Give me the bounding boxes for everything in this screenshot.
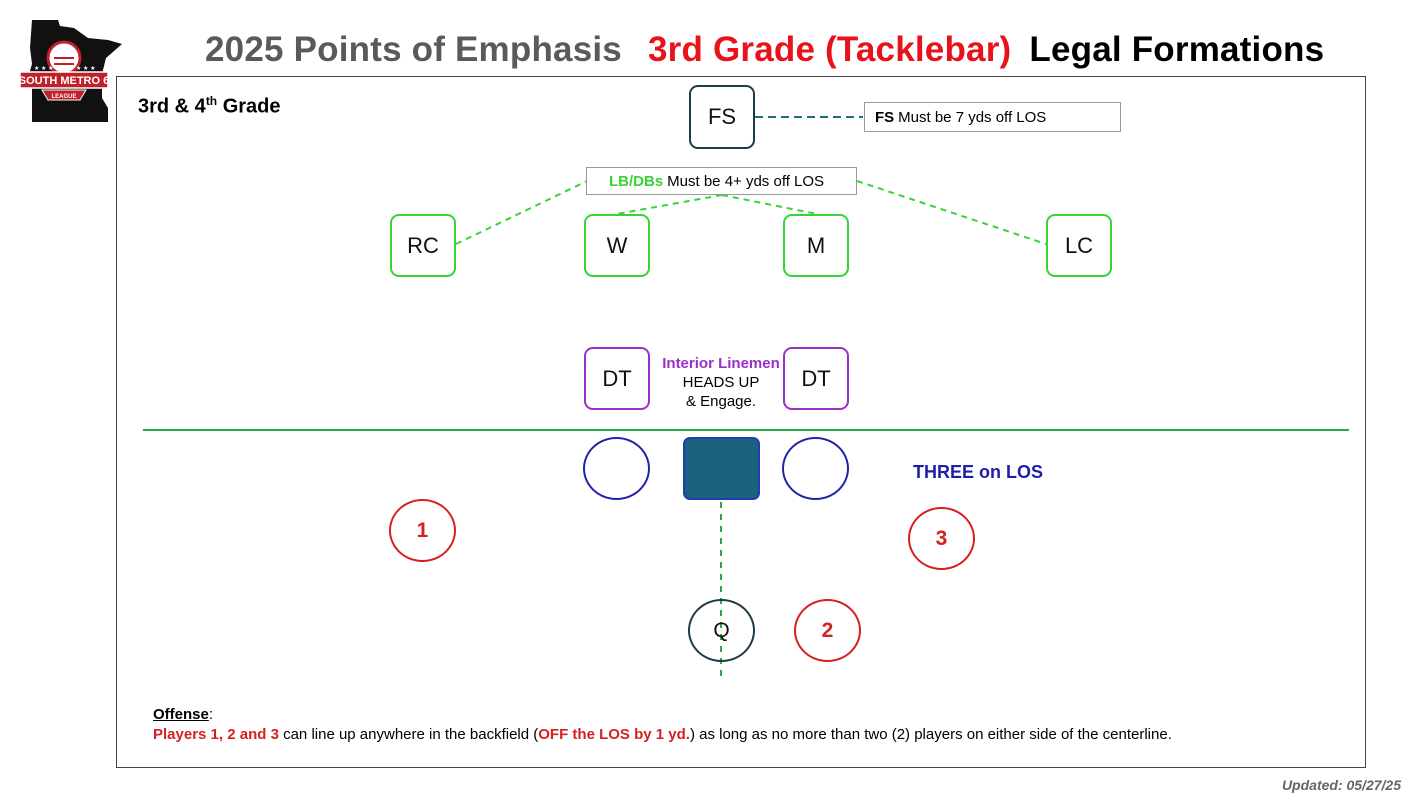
lb-connector-m (721, 194, 818, 215)
lb-connector-lc (856, 180, 1047, 245)
will-linebacker: W (584, 214, 650, 277)
star-icon: ★ ★ ★ (76, 65, 95, 72)
offensive-guard-left (583, 437, 650, 500)
lb-connector-w (616, 194, 723, 215)
star-icon: ★ ★ ★ (34, 65, 53, 72)
center (683, 437, 760, 500)
defensive-tackle-right: DT (783, 347, 849, 410)
grade-label-sup: th (205, 94, 218, 108)
logo-name: SOUTH METRO 6 (19, 75, 109, 87)
interior-linemen-line3: & Engage. (685, 393, 757, 410)
offensive-guard-right (782, 437, 849, 500)
diagram-frame (116, 76, 1366, 768)
interior-linemen-note: Interior Linemen HEADS UP & Engage. (656, 354, 786, 411)
quarterback: Q (688, 599, 755, 662)
defensive-tackle-left: DT (584, 347, 650, 410)
right-corner: RC (390, 214, 456, 277)
player-1: 1 (389, 499, 456, 562)
updated-date: Updated: 05/27/25 (1281, 777, 1401, 793)
interior-linemen-title: Interior Linemen (662, 355, 780, 372)
grade-label-suffix: Grade (217, 95, 281, 118)
mike-linebacker: M (783, 214, 849, 277)
offense-text2: ) as long as no more than two (2) player… (689, 726, 1172, 743)
logo-banner (19, 71, 109, 89)
lb-note-text: Must be 4+ yds off LOS (667, 172, 825, 190)
three-on-los-label: THREE on LOS (913, 462, 1043, 482)
title-points-of-emphasis: 2025 Points of Emphasis (205, 30, 622, 69)
lb-connector-rc (455, 180, 588, 245)
offense-players: Players 1, 2 and 3 (153, 726, 279, 743)
player-2: 2 (794, 599, 861, 662)
league-logo: SOUTH METRO 6 LEAGUE ★ ★ ★ ★ ★ ★ (19, 20, 122, 122)
logo-ribbon (41, 89, 87, 101)
grade-label: 3rd & 4th Grade (138, 94, 281, 119)
left-corner: LC (1046, 214, 1112, 277)
offense-heading-colon: : (208, 706, 214, 723)
offense-text1: can line up anywhere in the backfield ( (278, 726, 539, 743)
page-title: 2025 Points of Emphasis 3rd Grade (Tackle… (205, 30, 1324, 70)
player-3: 3 (908, 507, 975, 570)
offense-heading: Offense (153, 706, 209, 723)
title-grade: 3rd Grade (Tacklebar) (647, 30, 1012, 69)
fs-note-label: FS (875, 108, 895, 126)
offense-off-los: OFF the LOS by 1 yd. (538, 726, 690, 743)
title-legal-formations: Legal Formations (1029, 30, 1325, 69)
offense-note: Offense: Players 1, 2 and 3 can line up … (153, 705, 1172, 745)
interior-linemen-line2: HEADS UP (682, 374, 760, 391)
free-safety: FS (689, 85, 755, 149)
grade-label-prefix: 3rd & 4 (138, 95, 206, 118)
fs-note-text: Must be 7 yds off LOS (898, 108, 1047, 126)
logo-league: LEAGUE (51, 94, 76, 100)
lb-note-label: LB/DBs (609, 172, 664, 190)
